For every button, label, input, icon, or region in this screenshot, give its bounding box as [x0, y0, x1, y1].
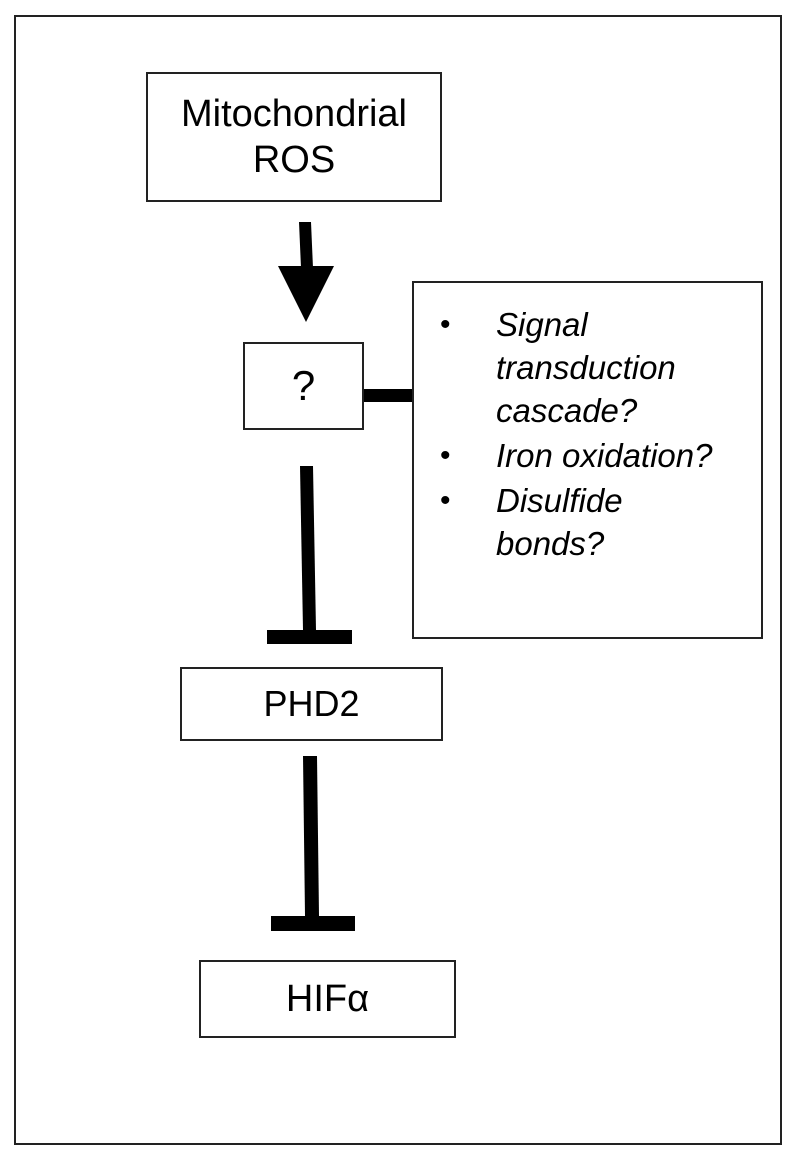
node-phd2-label: PHD2 — [263, 683, 360, 724]
node-hif-alpha: HIFα — [199, 960, 456, 1038]
inhibition-stem — [303, 756, 319, 916]
mechanism-item: • Iron oxidation? — [414, 434, 761, 477]
mechanism-item: • Disulfide bonds? — [414, 479, 761, 565]
figure-frame — [14, 15, 782, 1145]
arrow-shaft — [299, 222, 313, 268]
inhibition-bar — [271, 916, 355, 931]
node-ros-line1: Mitochondrial — [181, 93, 407, 135]
edge-phd2-inhibits-hif — [271, 756, 355, 931]
edge-unknown-inhibits-phd2 — [267, 466, 352, 644]
node-ros-line2: ROS — [252, 139, 336, 181]
bullet-icon: • — [440, 484, 451, 517]
mechanism-item: • Signal transduction cascade? — [414, 303, 761, 432]
mechanism-list: • Signal transduction cascade? • Iron ox… — [414, 283, 761, 565]
edge-ros-to-unknown — [278, 222, 334, 322]
mechanism-text: Signal transduction cascade? — [496, 306, 676, 429]
arrowhead-icon — [278, 266, 334, 322]
bullet-icon: • — [440, 308, 451, 341]
bullet-icon: • — [440, 439, 451, 472]
node-unknown-label: ? — [291, 362, 316, 409]
mechanism-text: Iron oxidation? — [496, 437, 713, 474]
mechanism-text: Disulfide bonds? — [496, 482, 623, 562]
node-unknown-mediator: ? — [243, 342, 364, 430]
node-hif-label: HIFα — [285, 977, 370, 1020]
node-mitochondrial-ros: Mitochondrial ROS — [146, 72, 442, 202]
node-phd2: PHD2 — [180, 667, 443, 741]
edge-unknown-to-mechanisms — [364, 389, 412, 402]
connector-bar — [364, 389, 412, 402]
inhibition-bar — [267, 630, 352, 644]
mechanism-box: • Signal transduction cascade? • Iron ox… — [412, 281, 763, 639]
inhibition-stem — [300, 466, 316, 630]
